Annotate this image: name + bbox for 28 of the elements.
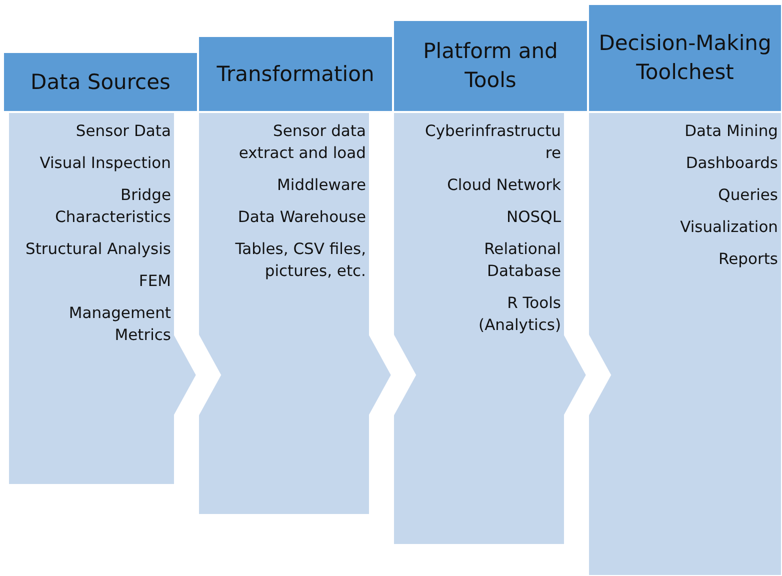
- list-item: Reports: [718, 249, 778, 270]
- chevron-step: [3, 52, 198, 485]
- list-item: Visualization: [679, 217, 778, 238]
- list-item: FEM: [138, 271, 171, 292]
- list-item: Middleware: [276, 175, 366, 196]
- step-heading: Platform and Tools: [393, 20, 588, 112]
- step-heading: Transformation: [198, 36, 393, 112]
- list-item: R Tools (Analytics): [478, 293, 561, 336]
- list-item: Sensor Data: [74, 121, 171, 142]
- list-item: Data Warehouse: [236, 207, 366, 228]
- list-item: Data Mining: [684, 121, 778, 142]
- list-item: Dashboards: [684, 153, 778, 174]
- list-item: Relational Database: [483, 239, 561, 282]
- list-item: Management Metrics: [68, 303, 171, 346]
- list-item: Bridge Characteristics: [54, 185, 171, 228]
- step-heading: Data Sources: [3, 52, 198, 112]
- list-item: NOSQL: [506, 207, 561, 228]
- list-item: Sensor data extract and load: [238, 121, 366, 164]
- list-item: Tables, CSV files, pictures, etc.: [234, 239, 366, 282]
- list-item: Cyberinfrastructure: [424, 121, 561, 164]
- chevron-step: [393, 20, 588, 545]
- list-item: Queries: [717, 185, 778, 206]
- chevron-step: [588, 4, 782, 576]
- list-item: Structural Analysis: [24, 239, 171, 260]
- chevron-step: [198, 36, 393, 515]
- list-item: Visual Inspection: [38, 153, 171, 174]
- list-item: Cloud Network: [446, 175, 561, 196]
- step-heading: Decision-Making Toolchest: [588, 4, 782, 112]
